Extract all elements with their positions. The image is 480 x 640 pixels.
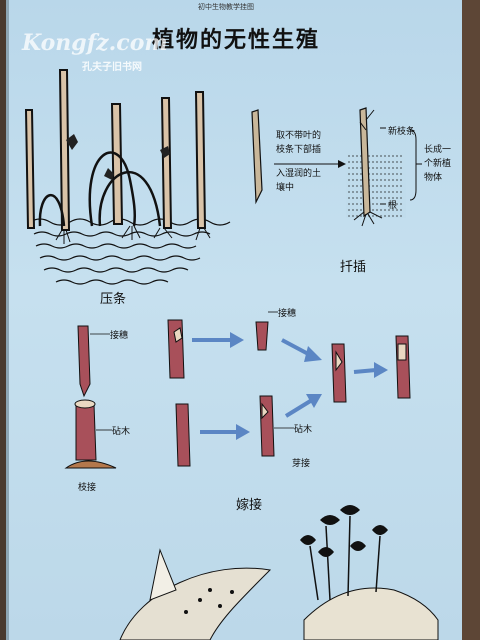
layering-illustration: [24, 69, 231, 285]
grafting-arrows: [192, 332, 388, 440]
label-scion-2: 接穗: [278, 309, 297, 319]
cutting-caption: 扦插: [340, 260, 367, 275]
watermark-sub: 孔夫子旧书网: [82, 62, 142, 73]
label-new-branch: 新枝条: [388, 127, 416, 137]
header-small: 初中生物教学挂图: [198, 3, 254, 11]
cutting-instruction-4: 壤中: [276, 183, 295, 193]
label-scion-1: 接穗: [110, 331, 129, 341]
cutting-instruction-2: 枝条下部插: [276, 145, 322, 155]
label-stock-1: 砧木: [112, 427, 131, 437]
label-stock-2: 砧木: [294, 425, 313, 435]
grafting-illustration: [64, 319, 411, 469]
grafting-caption: 嫁接: [236, 498, 263, 513]
watermark-logo: Kongfz.com: [22, 30, 168, 56]
label-grow-2: 个新植: [424, 159, 452, 169]
leader-lines: [90, 311, 294, 431]
bottom-plants: [119, 505, 439, 640]
label-root: 根: [388, 201, 398, 211]
layering-caption: 压条: [100, 292, 127, 307]
label-grow-1: 长成一: [424, 145, 452, 155]
wall-edge: [462, 0, 480, 640]
cutting-instruction-3: 入湿润的土: [276, 169, 322, 179]
bud-graft-caption: 芽接: [292, 459, 311, 469]
branch-graft-caption: 枝接: [78, 483, 97, 493]
cutting-instruction-1: 取不带叶的: [276, 131, 322, 141]
wall-chart: [6, 0, 465, 640]
cutting-illustration: [251, 107, 422, 227]
poster-title: 植物的无性生殖: [152, 28, 321, 53]
label-grow-3: 物体: [424, 173, 443, 183]
